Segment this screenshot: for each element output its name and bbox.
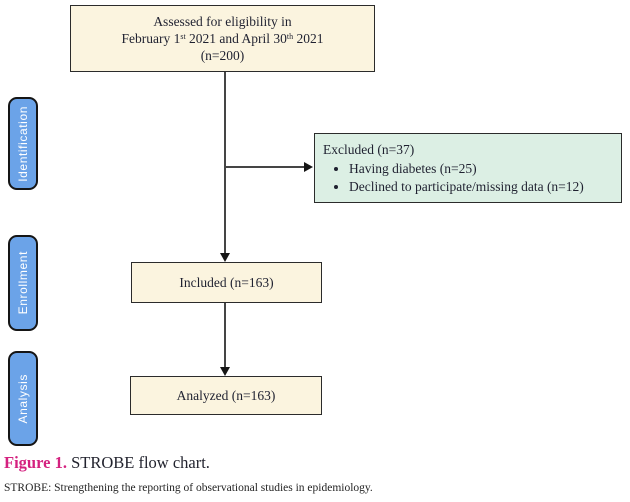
stage-label-identification: Identification: [8, 97, 38, 190]
connector-included-to-analyzed: [224, 303, 226, 368]
stage-label-analysis: Analysis: [8, 351, 38, 446]
stage-label-enrollment: Enrollment: [8, 235, 38, 331]
excluded-title: Excluded (n=37): [323, 142, 415, 157]
analyzed-label: Analyzed (n=163): [176, 387, 276, 403]
figure-footnote: STROBE: Strengthening the reporting of o…: [4, 482, 373, 494]
assessed-line2: February 1st 2021 and April 30th 2021: [121, 30, 323, 47]
included-label: Included (n=163): [179, 274, 274, 290]
excluded-bullet-declined: Declined to participate/missing data (n=…: [349, 178, 613, 197]
connector-assessed-to-included: [224, 72, 226, 254]
included-box: Included (n=163): [131, 262, 322, 303]
excluded-box: Excluded (n=37) Having diabetes (n=25) D…: [314, 133, 622, 203]
stage-label-identification-text: Identification: [16, 105, 30, 182]
assessed-eligibility-box: Assessed for eligibility in February 1st…: [70, 5, 375, 72]
stage-label-analysis-text: Analysis: [16, 373, 30, 424]
assessed-sup-st: st: [180, 32, 186, 41]
connector-branch-to-excluded: [225, 166, 305, 168]
assessed-sup-th: th: [286, 32, 294, 41]
figure-caption-title: STROBE flow chart.: [66, 453, 210, 472]
excluded-bullet-diabetes: Having diabetes (n=25): [349, 160, 613, 179]
stage-label-enrollment-text: Enrollment: [16, 251, 30, 315]
excluded-bullet-list: Having diabetes (n=25) Declined to parti…: [323, 160, 613, 197]
assessed-count: (n=200): [200, 48, 245, 63]
arrowhead-right-excluded: [304, 161, 313, 172]
figure-caption: Figure 1. STROBE flow chart.: [4, 453, 210, 473]
assessed-date-post: 2021: [293, 31, 324, 46]
assessed-date-pre: February 1: [121, 31, 181, 46]
figure-caption-number: Figure 1.: [4, 453, 67, 472]
analyzed-box: Analyzed (n=163): [130, 376, 322, 415]
assessed-date-mid: 2021 and April 30: [185, 31, 287, 46]
arrowhead-down-analyzed: [219, 367, 230, 376]
arrowhead-down-included: [219, 253, 230, 262]
assessed-line1: Assessed for eligibility in: [153, 14, 292, 29]
